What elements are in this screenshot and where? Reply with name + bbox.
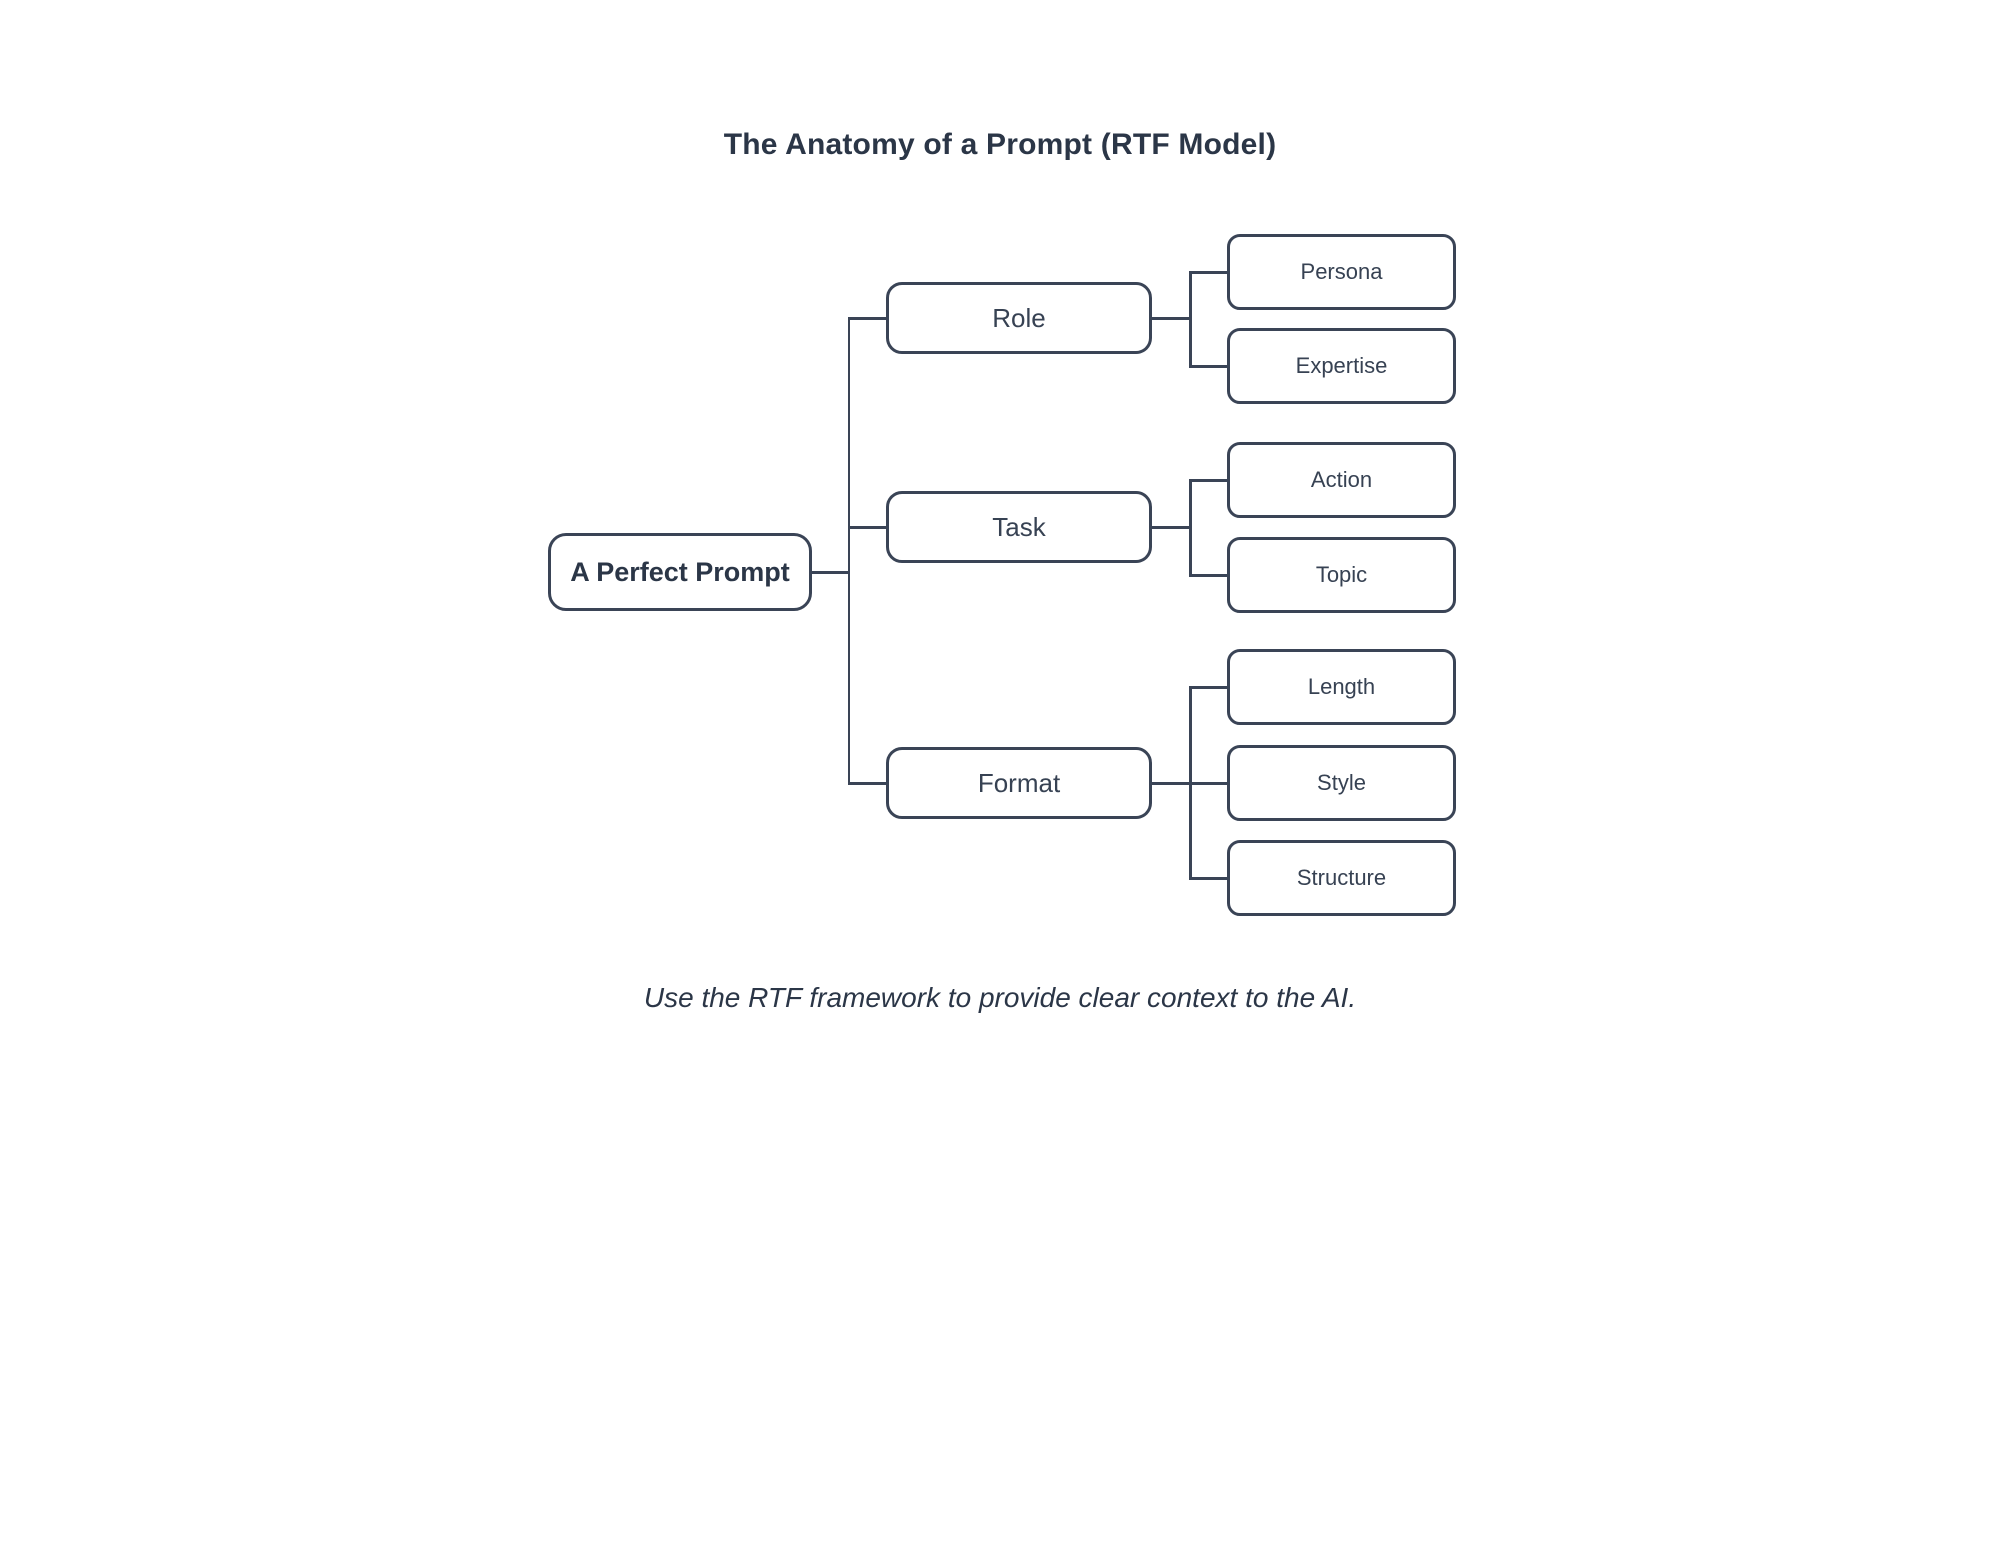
node-role: Role — [886, 282, 1152, 354]
node-format: Format — [886, 747, 1152, 819]
node-style: Style — [1227, 745, 1456, 821]
node-label: Format — [977, 767, 1061, 798]
node-structure: Structure — [1227, 840, 1456, 916]
connector-task-trunk — [1189, 479, 1192, 576]
connector-role-trunk — [1189, 271, 1192, 367]
node-action: Action — [1227, 442, 1456, 518]
connector-stub-action — [1189, 479, 1229, 482]
node-label: A Perfect Prompt — [570, 556, 790, 587]
connector-task-out — [1150, 526, 1191, 529]
connector-stub-expertise — [1189, 365, 1229, 368]
diagram-caption: Use the RTF framework to provide clear c… — [643, 982, 1357, 1013]
node-label: Task — [992, 511, 1046, 542]
node-label: Structure — [1296, 865, 1387, 890]
connector-stub-role — [848, 317, 888, 320]
node-length: Length — [1227, 649, 1456, 725]
node-label: Role — [992, 302, 1046, 333]
node-label: Style — [1317, 770, 1366, 795]
connector-role-out — [1150, 317, 1191, 320]
node-task: Task — [886, 491, 1152, 563]
connector-stub-topic — [1189, 574, 1229, 577]
connector-stub-format — [848, 782, 888, 785]
connector-left-trunk — [847, 317, 850, 784]
connector-stub-persona — [1189, 271, 1229, 274]
connector-format-trunk — [1189, 686, 1192, 879]
connector-stub-task — [848, 526, 888, 529]
node-label: Expertise — [1295, 353, 1388, 378]
node-persona: Persona — [1227, 234, 1456, 310]
node-label: Length — [1307, 674, 1376, 699]
connector-stub-structure — [1189, 877, 1229, 880]
node-label: Persona — [1300, 259, 1383, 284]
node-topic: Topic — [1227, 537, 1456, 613]
diagram-title: The Anatomy of a Prompt (RTF Model) — [723, 128, 1277, 161]
connector-stub-length — [1189, 686, 1229, 689]
connector-root-out — [810, 571, 850, 574]
node-expertise: Expertise — [1227, 328, 1456, 404]
node-label: Action — [1310, 467, 1373, 492]
node-label: Topic — [1315, 562, 1368, 587]
node-a-perfect-prompt: A Perfect Prompt — [548, 533, 812, 611]
